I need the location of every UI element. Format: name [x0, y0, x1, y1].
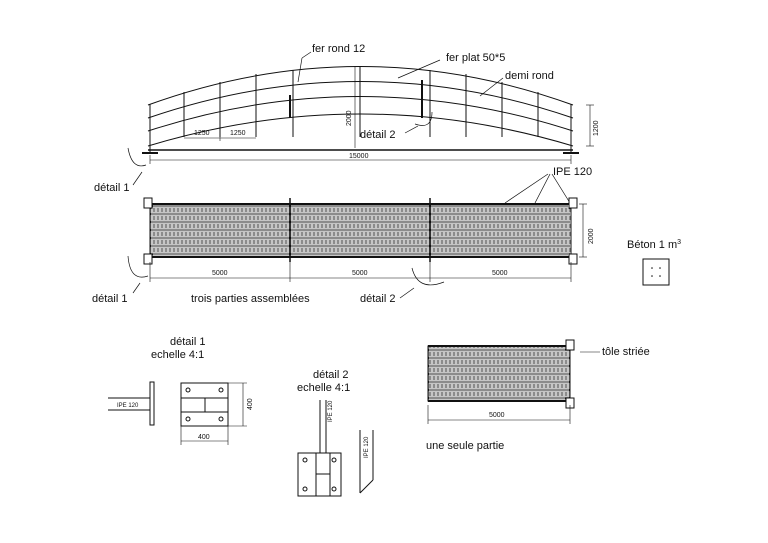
label-detail1-title: détail 1: [170, 336, 205, 348]
dim-15000: 15000: [349, 153, 369, 160]
beton-block: [642, 258, 670, 286]
label-detail1-top: détail 1: [94, 182, 129, 194]
label-fer-rond: fer rond 12: [312, 43, 365, 55]
label-ipe-120-top: IPE 120: [553, 166, 592, 178]
dim-5000-c: 5000: [492, 270, 508, 277]
dim-1250-b: 1250: [230, 130, 246, 137]
detail1-dimensions: [180, 382, 247, 445]
leader-lines-top: [127, 51, 504, 186]
label-ipe-detail1: IPE 120: [117, 403, 139, 409]
dim-5000-single: 5000: [489, 412, 505, 419]
arch-verticals: [183, 66, 539, 137]
single-part-view: [427, 339, 575, 409]
dim-5000-b: 5000: [352, 270, 368, 277]
detail2-side-view: [359, 430, 374, 494]
detail2-front-view: [297, 400, 342, 497]
dim-1250-a: 1250: [194, 130, 210, 137]
ipe-leaders: [504, 173, 571, 204]
label-fer-plat: fer plat 50*5: [446, 52, 505, 64]
dim-5000-a: 5000: [212, 270, 228, 277]
label-trois-parties: trois parties assemblées: [191, 293, 310, 305]
single-part-dimension: [427, 351, 600, 424]
label-beton: Béton 1 m3: [627, 239, 681, 251]
detail1-plate-view: [180, 382, 229, 427]
plan-dimensions: [149, 203, 587, 282]
label-demi-rond: demi rond: [505, 70, 554, 82]
arch-dimensions: [149, 66, 594, 164]
label-une-seule-partie: une seule partie: [426, 440, 504, 452]
dim-2000-plan: 2000: [588, 228, 595, 244]
dim-2000-vertical: 2000: [346, 110, 353, 126]
label-detail2-top: détail 2: [360, 129, 395, 141]
detail1-side-view: [108, 381, 155, 426]
plan-view-three-parts: [143, 197, 578, 265]
label-detail2-title: détail 2: [313, 369, 348, 381]
label-detail1-scale: echelle 4:1: [151, 349, 204, 361]
dim-400-vertical: 400: [247, 398, 254, 410]
label-ipe-detail2-a: IPE 120: [328, 400, 334, 422]
dim-1200-vertical: 1200: [593, 120, 600, 136]
label-detail2-mid: détail 2: [360, 293, 395, 305]
label-ipe-detail2-b: IPE 120: [364, 436, 370, 458]
single-part-tread-plate: [427, 345, 571, 402]
label-tole-striee: tôle striée: [602, 346, 650, 358]
arch-elevation: [142, 66, 579, 154]
dim-400-horizontal: 400: [198, 434, 210, 441]
label-detail2-scale: echelle 4:1: [297, 382, 350, 394]
label-detail1-mid: détail 1: [92, 293, 127, 305]
label-beton-superscript: 3: [677, 239, 681, 246]
plan-deck-tread-plate: [149, 203, 572, 258]
leader-lines-mid: [127, 255, 445, 299]
label-beton-text: Béton 1 m: [627, 239, 677, 251]
